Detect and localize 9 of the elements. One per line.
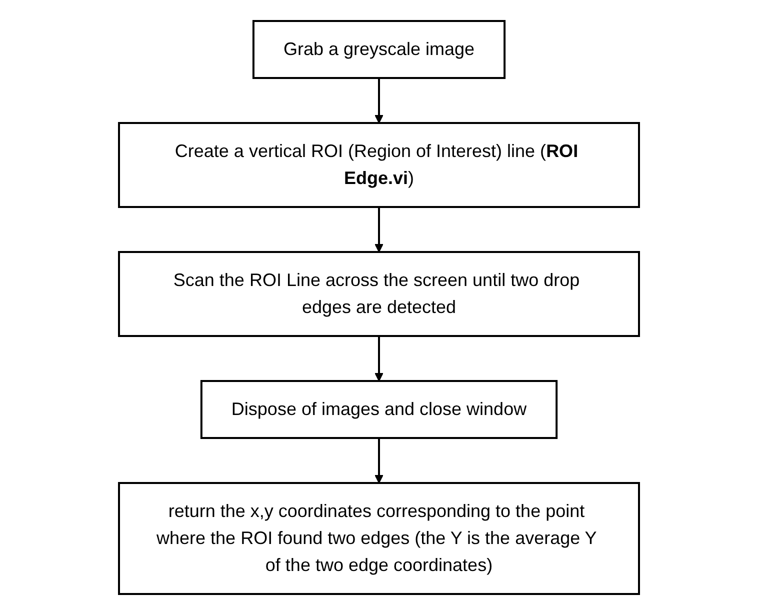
node-box: return the x,y coordinates corresponding to the point where the ROI found two edges (the Y is the average Y of the two edge coordinates) [118, 482, 640, 595]
node-box: Dispose of images and close window [200, 380, 558, 439]
arrow [374, 438, 383, 484]
node-box: Create a vertical ROI (Region of Interest) line (ROI Edge.vi) [118, 122, 640, 208]
arrow [374, 207, 383, 252]
arrow [374, 78, 383, 124]
node-box: Scan the ROI Line across the screen until two drop edges are detected [118, 251, 640, 337]
arrow [374, 336, 383, 382]
node-box: Grab a greyscale image [252, 20, 506, 79]
